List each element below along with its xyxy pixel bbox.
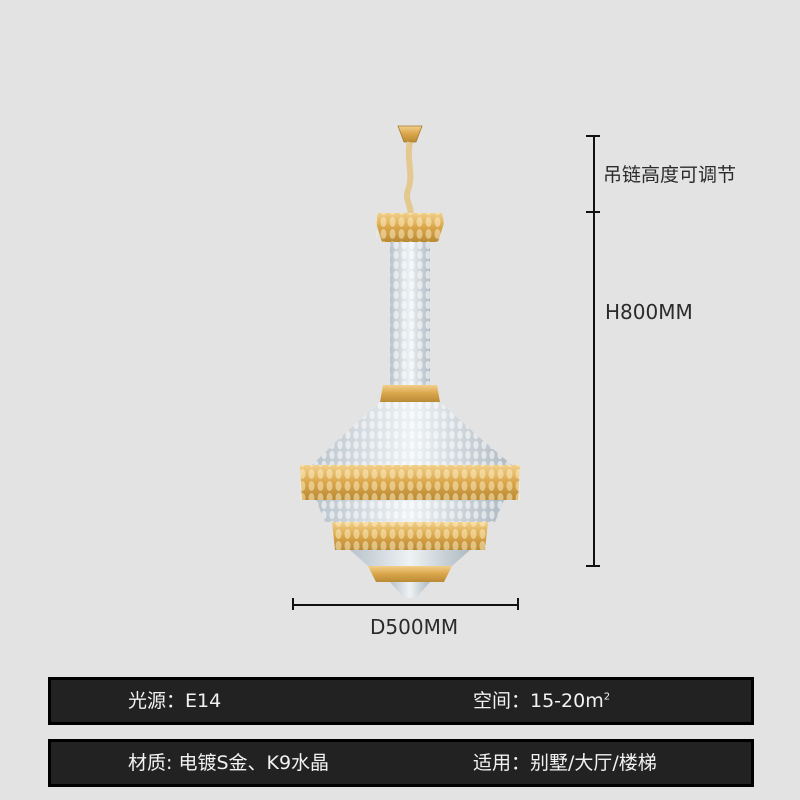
dimension-tick-mid bbox=[586, 211, 600, 213]
space-spec-superscript: 2 bbox=[603, 691, 611, 703]
height-label: H800MM bbox=[605, 300, 693, 324]
light-source-spec: 光源：E14 bbox=[128, 690, 222, 712]
dimension-tick-bottom bbox=[586, 565, 600, 567]
space-spec-text: 空间：15-20m bbox=[473, 690, 604, 712]
spec-bar-1: 光源：E14 空间：15-20m2 bbox=[48, 677, 754, 725]
space-spec: 空间：15-20m2 bbox=[473, 680, 610, 722]
spec-bar-2: 材质: 电镀S金、K9水晶 适用：别墅/大厅/楼梯 bbox=[48, 739, 754, 787]
suitable-for-spec: 适用：别墅/大厅/楼梯 bbox=[473, 752, 657, 774]
dimension-tick-left bbox=[292, 598, 294, 610]
dimension-tick-right bbox=[517, 598, 519, 610]
dimension-tick-top bbox=[586, 135, 600, 137]
material-spec: 材质: 电镀S金、K9水晶 bbox=[128, 752, 330, 774]
height-dimension-line bbox=[593, 135, 595, 566]
diameter-dimension-line bbox=[292, 604, 518, 606]
diameter-label: D500MM bbox=[370, 615, 459, 639]
chain-adjustable-label: 吊链高度可调节 bbox=[603, 164, 737, 186]
chandelier-image bbox=[300, 125, 520, 598]
